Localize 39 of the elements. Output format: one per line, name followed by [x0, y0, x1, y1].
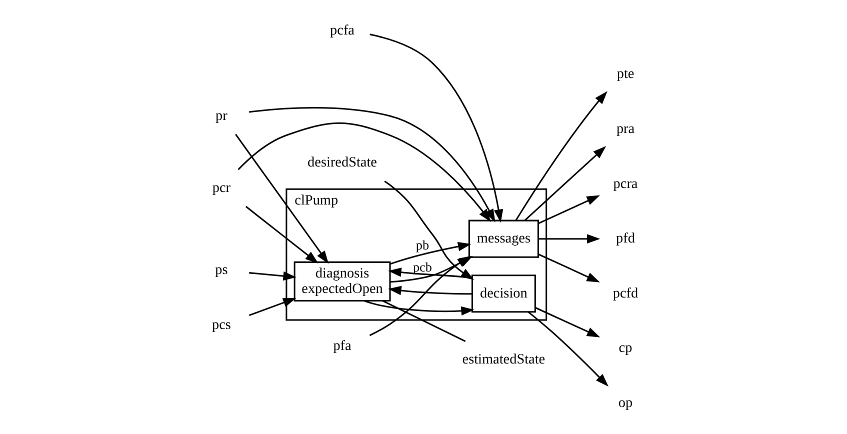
node-text: pcfd — [612, 285, 638, 302]
arrow — [245, 206, 318, 264]
node-box: decision — [471, 274, 536, 313]
node-text: op — [618, 395, 633, 412]
node-text: pr — [216, 108, 228, 124]
node-text: ps — [215, 262, 228, 278]
node-text: desiredState — [308, 154, 377, 170]
node-text: pcra — [613, 176, 638, 192]
edge-label: pcb — [412, 260, 432, 275]
node-text: estimatedState — [462, 351, 546, 368]
arrow — [249, 107, 496, 222]
arrow — [235, 134, 329, 264]
node-text: pfd — [616, 230, 635, 247]
arrow — [369, 256, 471, 336]
node-text: pra — [616, 120, 635, 137]
arrow — [388, 286, 472, 296]
arrow — [370, 34, 504, 223]
arrow — [364, 300, 474, 316]
arrow — [390, 242, 472, 265]
arrow — [528, 311, 609, 387]
arrow — [524, 146, 606, 222]
arrow — [238, 122, 492, 222]
connector — [382, 300, 466, 342]
node-box: messages — [468, 220, 539, 258]
node-text: pcfa — [330, 22, 355, 38]
arrow — [538, 234, 600, 244]
arrow — [249, 271, 296, 281]
node-text: pte — [616, 66, 634, 82]
node-box: diagnosis expectedOpen — [294, 261, 391, 302]
edge-label: pb — [416, 237, 430, 252]
node-text: cp — [618, 340, 632, 356]
node-text: pfa — [333, 338, 352, 354]
arrow — [248, 298, 296, 316]
arrow — [534, 306, 600, 338]
arrow — [538, 254, 600, 282]
arrow — [515, 91, 608, 221]
node-text: pcs — [212, 316, 231, 333]
node-text: pcr — [212, 180, 231, 196]
arrow — [538, 195, 600, 224]
